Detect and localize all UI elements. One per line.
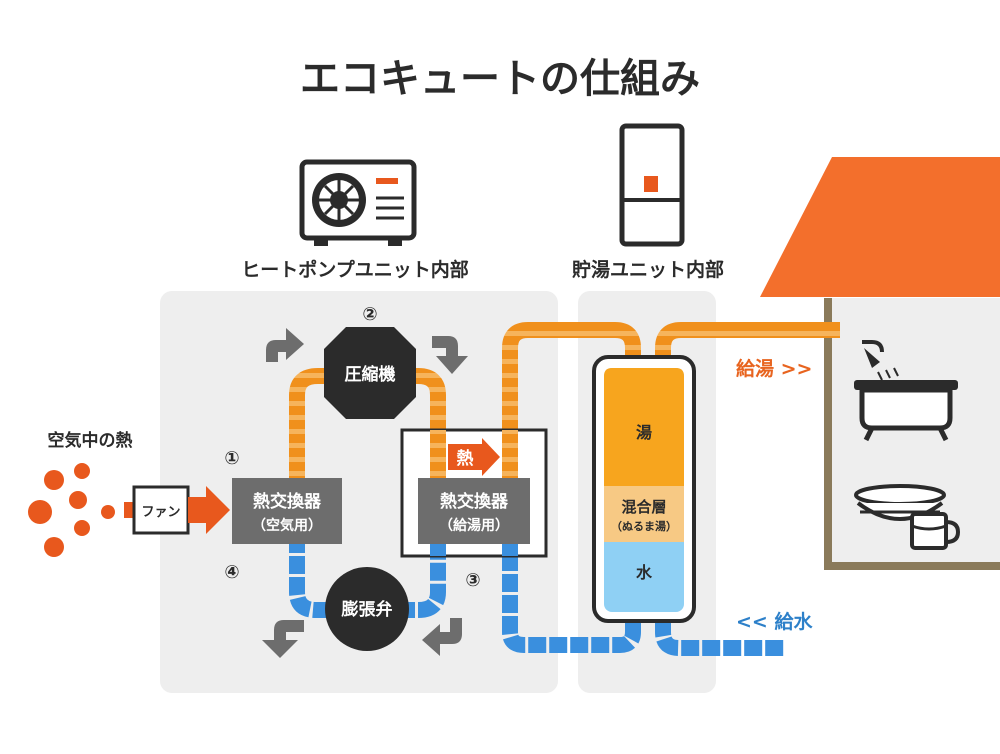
page-title: エコキュートの仕組み [300, 56, 700, 102]
heat-pump-panel [160, 291, 558, 693]
flow-arrow-top-left [266, 328, 304, 362]
tank-mixed-label: 混合層 [621, 498, 666, 516]
step-number-2: ② [362, 304, 377, 325]
step-number-1: ① [224, 448, 239, 469]
fan-label: ファン [141, 505, 180, 520]
compressor-label: 圧縮機 [345, 364, 396, 385]
air-heat-label: 空気中の熱 [48, 430, 133, 451]
flow-arrow-top-right [432, 336, 468, 374]
heat-arrow: 熱 [448, 438, 500, 476]
tank-hot-label: 湯 [636, 423, 652, 442]
storage-tank-icon [619, 123, 685, 247]
water-heat-exchanger [418, 478, 530, 544]
hot-water-supply-label: 給湯 >> [736, 357, 812, 380]
expansion-valve-label: 膨張弁 [342, 599, 393, 620]
air-heat-exchanger-subtitle: （空気用） [252, 517, 322, 534]
expansion-valve [325, 567, 409, 651]
water-heat-exchanger-subtitle: （給湯用） [439, 517, 509, 534]
hot-water-supply-pipe [655, 322, 840, 362]
flow-arrow-bottom-left [262, 620, 304, 658]
flow-arrows [262, 328, 468, 658]
hot-water-out-pipe [502, 322, 641, 500]
heat-pump-unit-icon [299, 159, 417, 246]
water-supply-label: << 給水 [736, 610, 813, 633]
water-heat-exchanger-title: 熱交換器 [440, 491, 509, 512]
water-return-pipe [502, 532, 641, 653]
dishes-icon [854, 484, 961, 550]
tank-hot-layer [604, 368, 684, 486]
flow-arrow-bottom-right [422, 618, 462, 656]
heat-pump-label: ヒートポンプユニット内部 [241, 258, 468, 281]
tank-mixed-layer [604, 486, 684, 542]
air-heat-exchanger [232, 478, 342, 544]
bathtub-icon [854, 340, 958, 442]
water-supply-pipe [655, 618, 784, 656]
tank-mixed-sublabel: （ぬるま湯） [611, 519, 677, 533]
compressor [324, 327, 416, 419]
storage-label: 貯湯ユニット内部 [572, 258, 724, 281]
roof [760, 157, 1000, 297]
step-number-3: ③ [465, 570, 480, 591]
heat-label: 熱 [457, 448, 474, 469]
step-number-4: ④ [224, 562, 239, 583]
air-heat-dots [28, 463, 115, 557]
air-heat-exchanger-title: 熱交換器 [253, 491, 322, 512]
air-flow-arrow [188, 486, 230, 534]
tank: 湯 混合層 （ぬるま湯） 水 [592, 355, 696, 623]
tank-water-label: 水 [636, 563, 653, 582]
